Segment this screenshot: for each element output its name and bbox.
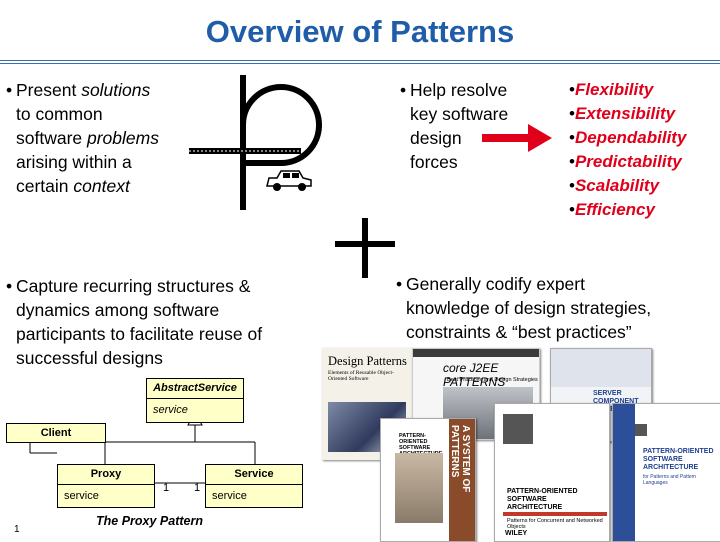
book-j2ee-brand: core J2EE PATTERNS bbox=[443, 361, 506, 389]
bullet-dot: • bbox=[396, 274, 403, 294]
bullet3-line: dynamics among software bbox=[16, 300, 220, 320]
book-gof-subtitle: Elements of Reusable Object-Oriented Sof… bbox=[328, 370, 394, 382]
book-posa2-band bbox=[503, 512, 607, 516]
bullet2-line: Help resolve bbox=[410, 80, 508, 100]
uml-proxy-op: service bbox=[64, 490, 99, 502]
uml-client: Client bbox=[6, 423, 106, 443]
uml-abstract-service: AbstractService service bbox=[146, 378, 244, 423]
bullet-dot: • bbox=[6, 276, 13, 296]
plus-icon bbox=[335, 218, 395, 278]
bullet3-line: successful designs bbox=[16, 348, 163, 368]
bullet4-line: constraints & “best practices” bbox=[406, 322, 632, 342]
book-posa3-spine bbox=[613, 404, 635, 541]
book-posa-vol5: PATTERN-ORIENTED SOFTWARE ARCHITECTURE f… bbox=[612, 403, 720, 542]
book-posa-vol1: PATTERN-ORIENTED SOFTWARE ARCHITECTURE A… bbox=[380, 418, 476, 542]
bullet4-line: knowledge of design strategies, bbox=[406, 298, 652, 318]
quality-item: •Extensibility bbox=[569, 104, 676, 123]
bullet3-line: Capture recurring structures & bbox=[16, 276, 251, 296]
crossbar bbox=[189, 148, 301, 154]
book-posa3-logo bbox=[635, 424, 647, 436]
bullet-dot: • bbox=[6, 80, 13, 100]
uml-service-name: Service bbox=[206, 465, 302, 485]
p-bowl bbox=[240, 84, 322, 166]
book-posa1-spine bbox=[449, 419, 475, 541]
uml-caption: The Proxy Pattern bbox=[96, 514, 203, 528]
quality-item: •Predictability bbox=[569, 152, 682, 171]
quality-item: •Scalability bbox=[569, 176, 660, 195]
quality-item: •Dependability bbox=[569, 128, 687, 147]
uml-abstract-service-name: AbstractService bbox=[147, 379, 243, 399]
bullet1-line: arising within a bbox=[16, 152, 132, 172]
bullet-present-solutions: • Present solutions to common software p… bbox=[6, 78, 191, 198]
book-j2ee-band bbox=[413, 349, 539, 357]
title-rule-bottom bbox=[0, 63, 720, 64]
book-posa1-spine-text: A SYSTEM OF PATTERNS bbox=[449, 425, 471, 493]
uml-client-name: Client bbox=[40, 427, 72, 439]
p-stem bbox=[240, 75, 246, 210]
book-posa3-sub: for Patterns and Pattern Languages bbox=[643, 474, 697, 486]
uml-proxy: Proxy service bbox=[57, 464, 155, 508]
bullet-codify-knowledge: • Generally codify expert knowledge of d… bbox=[396, 272, 706, 344]
uml-multiplicity-left: 1 bbox=[163, 482, 170, 494]
bullet2-line: design bbox=[410, 128, 462, 148]
book-posa2-title: PATTERN-ORIENTED SOFTWARE ARCHITECTURE bbox=[507, 488, 578, 511]
book-posa2-photo bbox=[503, 414, 533, 444]
book-posa2-sub: Patterns for Concurrent and Networked Ob… bbox=[507, 518, 603, 530]
slide-title: Overview of Patterns bbox=[205, 14, 515, 49]
book-j2ee-sub: Best Practices and Design Strategies bbox=[447, 377, 538, 383]
title-rule-top bbox=[0, 60, 720, 61]
bullet1-line: certain context bbox=[16, 176, 130, 196]
uml-multiplicity-right: 1 bbox=[194, 482, 201, 494]
uml-proxy-name: Proxy bbox=[58, 465, 154, 485]
book-scp-title: SERVER COMPONENT PATTERNS bbox=[593, 390, 639, 413]
quality-item: •Efficiency bbox=[569, 200, 655, 219]
bullet-help-resolve: • Help resolve key software design force… bbox=[400, 78, 530, 174]
bullet2-line: key software bbox=[410, 104, 509, 124]
book-posa1-cover-art bbox=[395, 453, 443, 523]
pattern-symbol-graphic bbox=[189, 75, 322, 210]
book-posa2-publisher: WILEY bbox=[505, 530, 528, 537]
book-scp-author-band bbox=[551, 349, 651, 387]
bullet4-line: Generally codify expert bbox=[406, 274, 585, 294]
bullet1-line: to common bbox=[16, 104, 103, 124]
quality-item: •Flexibility bbox=[569, 80, 654, 99]
uml-service: Service service bbox=[205, 464, 303, 508]
bullet-dot: • bbox=[400, 80, 407, 100]
bullet2-line: forces bbox=[410, 152, 458, 172]
car-icon bbox=[266, 170, 312, 191]
bullet3-line: participants to facilitate reuse of bbox=[16, 324, 263, 344]
book-posa3-title: PATTERN-ORIENTED SOFTWARE ARCHITECTURE bbox=[643, 448, 714, 471]
page-number: 1 bbox=[14, 524, 20, 535]
book-gof-title: Design Patterns bbox=[328, 354, 407, 368]
book-posa-vol2: PATTERN-ORIENTED SOFTWARE ARCHITECTURE P… bbox=[494, 403, 610, 542]
bullet1-line: Present solutions bbox=[16, 80, 151, 100]
arrow-right-icon bbox=[482, 124, 552, 152]
qualities-list: •Flexibility •Extensibility •Dependabili… bbox=[569, 78, 719, 222]
uml-abstract-service-op: service bbox=[153, 404, 188, 416]
bullet-capture-structures: • Capture recurring structures & dynamic… bbox=[6, 274, 316, 370]
uml-service-op: service bbox=[212, 490, 247, 502]
bullet1-line: software problems bbox=[16, 128, 159, 148]
